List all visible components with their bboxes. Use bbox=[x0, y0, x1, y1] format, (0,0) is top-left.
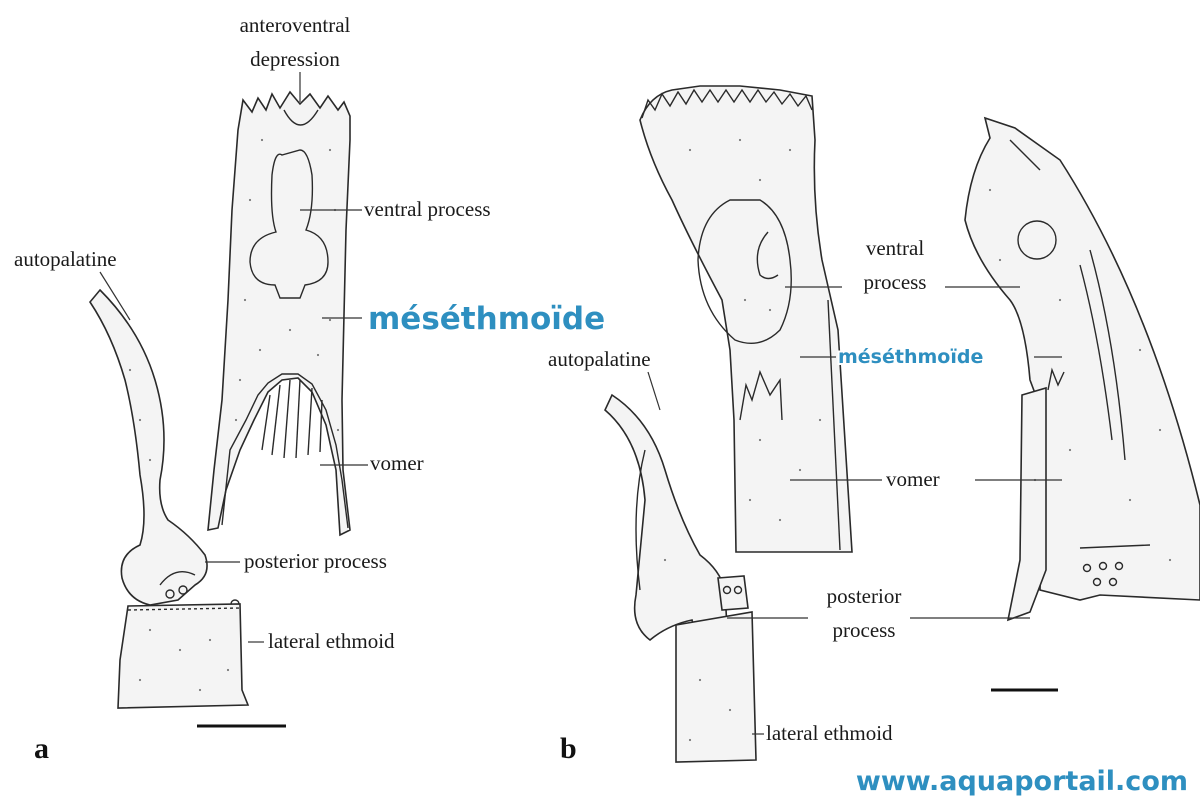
panel-b-posterior-process-shape bbox=[717, 575, 749, 611]
panel-a-label-vomer: vomer bbox=[370, 451, 424, 475]
panel-b-label-posterior-2: process bbox=[833, 618, 896, 642]
panel-a-label-posterior-process: posterior process bbox=[244, 549, 387, 573]
panel-b-vomer-shape bbox=[739, 369, 783, 421]
panel-a-leaders bbox=[99, 72, 368, 643]
panel-a-vomer-striations bbox=[261, 379, 323, 459]
panel-b-label-ventral-2: process bbox=[864, 270, 927, 294]
panel-b-serrated-edge bbox=[641, 88, 813, 119]
panel-a-lateral-ethmoid-shape bbox=[117, 603, 250, 709]
panel-b-stipple-left bbox=[663, 138, 822, 742]
panel-a-vomer-shape bbox=[221, 373, 349, 529]
panel-a-label-autopalatine: autopalatine bbox=[14, 247, 117, 271]
watermark: www.aquaportail.com bbox=[856, 766, 1188, 797]
panel-b-mesethmoid-shape bbox=[639, 85, 853, 553]
panel-a-mesethmoid-shape bbox=[207, 90, 351, 537]
panel-b-label-autopalatine: autopalatine bbox=[548, 347, 651, 371]
panel-b-stipple-right bbox=[988, 188, 1172, 562]
panel-a-autopalatine-joint bbox=[159, 571, 196, 586]
panel-b-autopalatine-shape bbox=[604, 393, 729, 653]
panel-b-label-lateral-ethmoid: lateral ethmoid bbox=[766, 721, 893, 745]
panel-b-drawing-lateral bbox=[964, 116, 1200, 692]
panel-a-letter: a bbox=[34, 732, 49, 765]
panel-a-stipple bbox=[128, 138, 340, 692]
panel-b-lateral-vomer-shape bbox=[1006, 386, 1047, 622]
panel-a-label-lateral-ethmoid: lateral ethmoid bbox=[268, 629, 395, 653]
panel-b-label-vomer: vomer bbox=[886, 467, 940, 491]
panel-b-label-posterior-1: posterior bbox=[827, 584, 902, 608]
panel-b-label-ventral-1: ventral bbox=[866, 236, 924, 260]
panel-a-depression-shape bbox=[283, 109, 319, 126]
panel-a-label-anteroventral-2: depression bbox=[250, 47, 340, 71]
panel-a-label-mesethmoid: méséthmoïde bbox=[368, 301, 605, 337]
panel-b-letter: b bbox=[560, 732, 577, 765]
panel-a-suture bbox=[127, 607, 241, 611]
panel-b-label-mesethmoid: méséthmoïde bbox=[838, 346, 983, 368]
panel-b-ventral-process-shape bbox=[697, 199, 792, 344]
panel-b-leaders bbox=[647, 286, 1062, 735]
panel-b-drawing-ventral bbox=[604, 85, 853, 763]
panel-a-ventral-process-shape bbox=[249, 149, 329, 299]
panel-b-foramen bbox=[1017, 220, 1057, 260]
panel-b-lateral-ethmoid-shape bbox=[675, 611, 757, 763]
panel-a-label-anteroventral-1: anteroventral bbox=[240, 13, 351, 37]
panel-b-lateral-mesethmoid-shape bbox=[964, 116, 1200, 601]
panel-a-label-ventral-process: ventral process bbox=[364, 197, 491, 221]
panel-a-autopalatine-shape bbox=[89, 288, 208, 606]
panel-a-drawing bbox=[89, 90, 351, 728]
